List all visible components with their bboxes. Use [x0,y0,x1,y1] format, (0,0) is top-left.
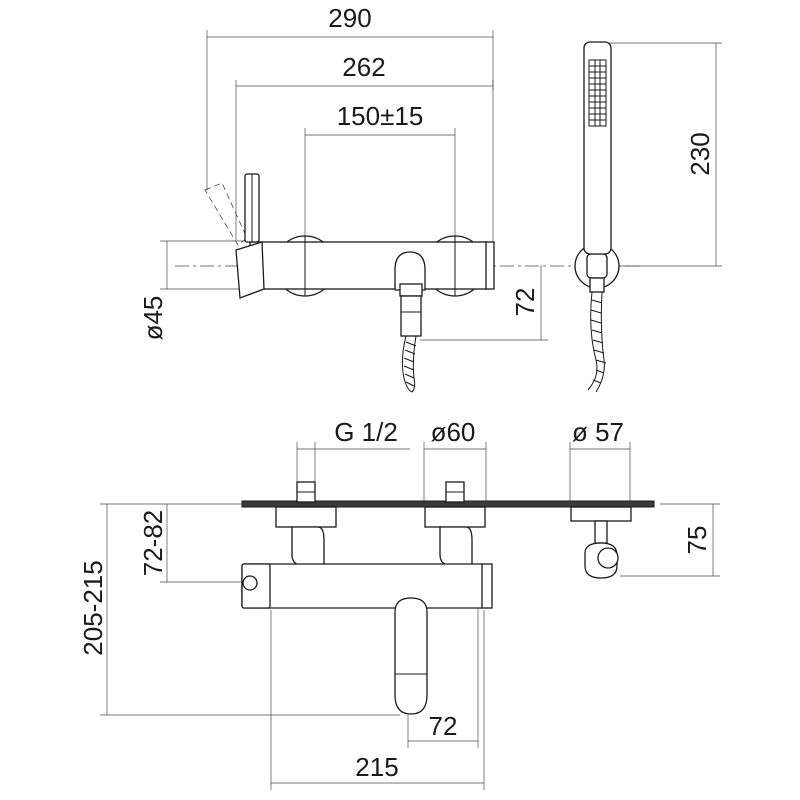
lever-swing-outline [204,182,248,246]
dimension-overall-projection: 205-215 [78,560,108,655]
handshower-hose [587,291,605,393]
spout-outlet-top [394,251,426,337]
wall-connections [275,481,486,567]
top-view: 290 262 150±15 ø45 72 230 [138,3,722,393]
dimension-holder-height: 75 [682,526,712,555]
dimension-spout-projection: 72 [429,711,458,741]
dimension-body-length: 262 [342,52,385,82]
shower-holder-icon [570,506,632,579]
hand-shower-icon [574,41,620,293]
dimension-connection-thread: G 1/2 [334,417,398,447]
spout-front [394,597,428,715]
dimension-body-diameter: ø45 [138,296,168,341]
mixer-body-front [241,563,493,609]
dimension-inlet-centres: 150±15 [337,101,424,131]
dimension-escutcheon-diameter: ø60 [431,417,476,447]
dimension-spout-offset: 72 [510,288,540,317]
dimension-handshower-length: 230 [685,132,715,175]
front-view: G 1/2 ø60 ø 57 75 205-215 72-82 72 [78,417,720,790]
dimension-holder-diameter: ø 57 [572,417,624,447]
dimension-body-projection: 72-82 [138,510,168,577]
dimension-spout-reach: 215 [355,752,398,782]
dimension-overall-length: 290 [328,3,371,33]
